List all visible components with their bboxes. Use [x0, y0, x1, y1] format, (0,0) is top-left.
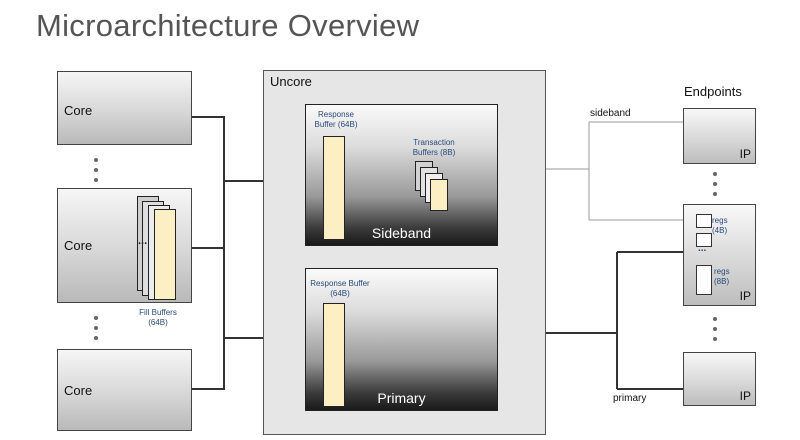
primary-panel: Response Buffer (64B) Primary [305, 268, 498, 411]
primary-response-buffer [323, 303, 345, 407]
primary-panel-name: Primary [377, 390, 426, 406]
uncore-block: Uncore Response Buffer (64B) Transaction… [263, 70, 546, 435]
page-title: Microarchitecture Overview [36, 8, 420, 43]
core-ellipsis-bottom [93, 316, 98, 346]
fill-buffers-ellipsis: ... [138, 235, 148, 247]
primary-link-label: primary [613, 393, 647, 404]
ip-box-top: IP [683, 108, 756, 164]
ip-label: IP [739, 389, 751, 403]
uncore-label: Uncore [270, 74, 312, 89]
endpoints-label: Endpoints [684, 84, 742, 99]
sideband-response-buffer [323, 136, 345, 240]
core-box-middle: Core ... [57, 188, 192, 303]
core-label: Core [64, 238, 93, 253]
regs-8b-label: regs (8B) [714, 267, 730, 286]
ip-label: IP [739, 289, 751, 303]
fill-buffers-label: Fill Buffers (64B) [139, 308, 177, 327]
ip-box-bottom: IP [683, 352, 756, 406]
core-ellipsis-top [93, 158, 98, 188]
regs-4b-label: regs (4B) [712, 216, 728, 235]
sideband-panel-name: Sideband [371, 225, 432, 241]
register [696, 265, 712, 295]
register [696, 214, 712, 228]
ip-label: IP [739, 147, 751, 161]
sideband-link-label: sideband [590, 108, 631, 119]
register-ellipsis: ... [698, 243, 707, 254]
transaction-buffers-label: Transaction Buffers (8B) [412, 138, 456, 157]
core-box-top: Core [57, 71, 192, 145]
sideband-panel: Response Buffer (64B) Transaction Buffer… [305, 104, 498, 246]
endpoint-ellipsis-bottom [712, 317, 717, 347]
endpoint-ellipsis-top [712, 172, 717, 202]
primary-response-buffer-label: Response Buffer (64B) [310, 279, 370, 298]
sideband-response-buffer-label: Response Buffer (64B) [314, 110, 358, 129]
register [696, 233, 712, 247]
core-label: Core [64, 103, 93, 118]
core-label: Core [64, 383, 93, 398]
core-box-bottom: Core [57, 349, 192, 431]
ip-box-middle: regs (4B) ... regs (8B) IP [683, 204, 756, 306]
